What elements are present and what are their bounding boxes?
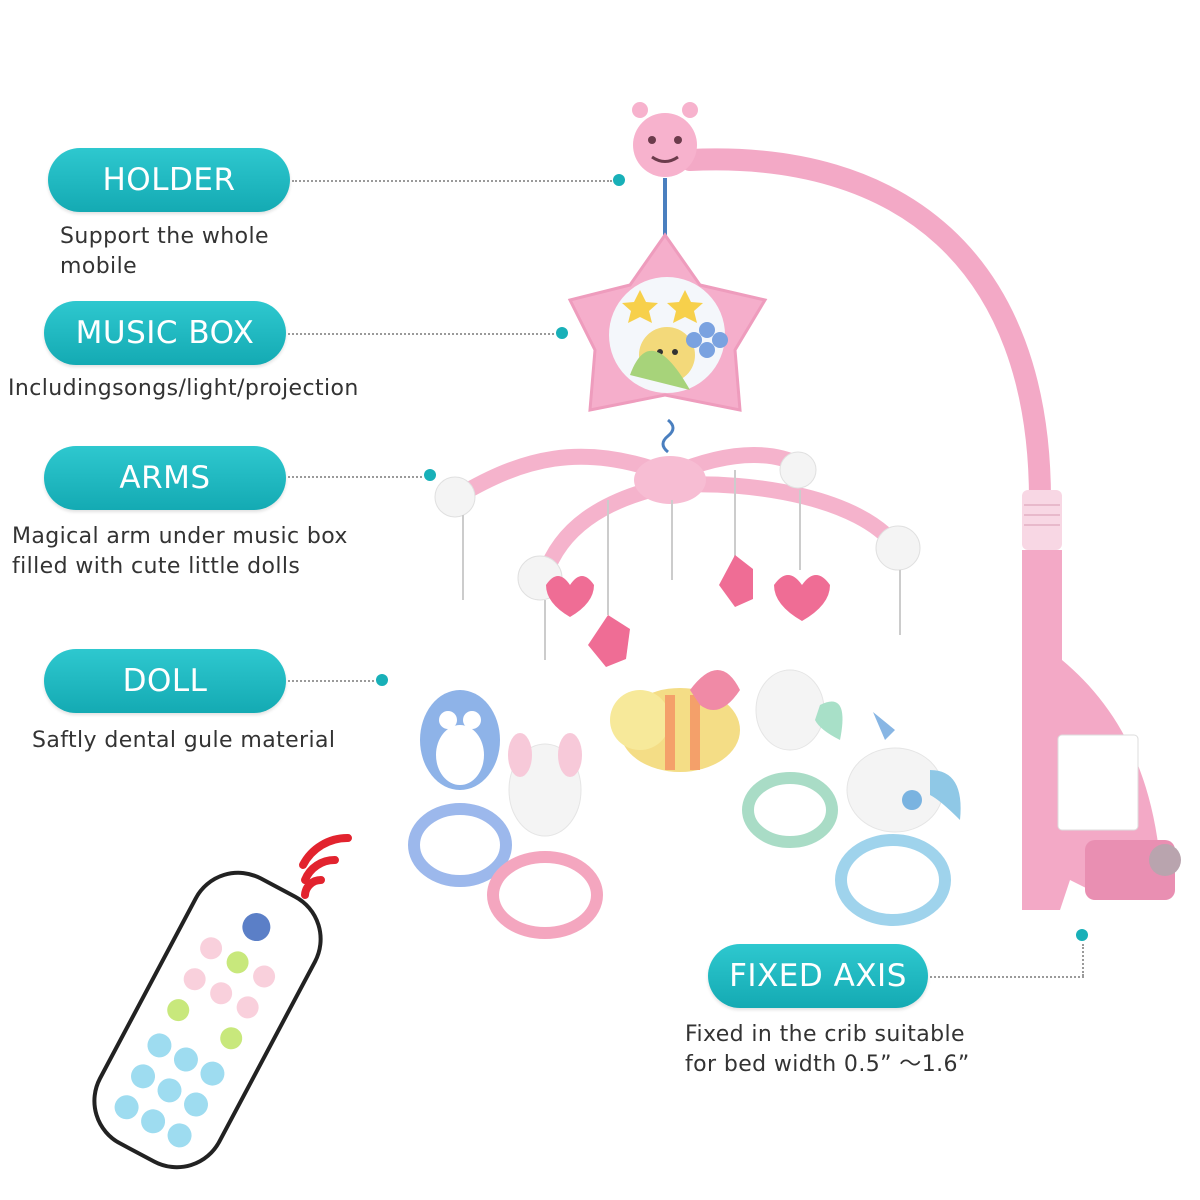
fixed-axis-leader xyxy=(930,976,1084,978)
arms-description: Magical arm under music box filled with … xyxy=(12,524,348,579)
fixed-axis-description: Fixed in the crib suitable for bed width… xyxy=(685,1022,970,1077)
holder-leader xyxy=(292,180,612,182)
fixed-axis-label: FIXED AXIS xyxy=(708,944,928,1008)
fixed-axis-dot xyxy=(1076,929,1088,941)
music-box-description: Includingsongs/light/projection xyxy=(8,376,359,401)
holder-label: HOLDER xyxy=(48,148,290,212)
arms-label: ARMS xyxy=(44,446,286,510)
doll-label: DOLL xyxy=(44,649,286,713)
doll-description: Saftly dental gule material xyxy=(32,728,336,753)
doll-dot xyxy=(376,674,388,686)
holder-dot xyxy=(613,174,625,186)
fixed-axis-vleader xyxy=(1082,944,1084,976)
arms-leader xyxy=(288,476,422,478)
arms-dot xyxy=(424,469,436,481)
holder-description: Support the whole mobile xyxy=(60,224,269,279)
music-box-dot xyxy=(556,327,568,339)
music-box-label: MUSIC BOX xyxy=(44,301,286,365)
doll-leader xyxy=(288,680,374,682)
music-box-leader xyxy=(288,333,554,335)
wireless-signal-icon xyxy=(299,833,352,899)
power-icon xyxy=(242,913,271,942)
